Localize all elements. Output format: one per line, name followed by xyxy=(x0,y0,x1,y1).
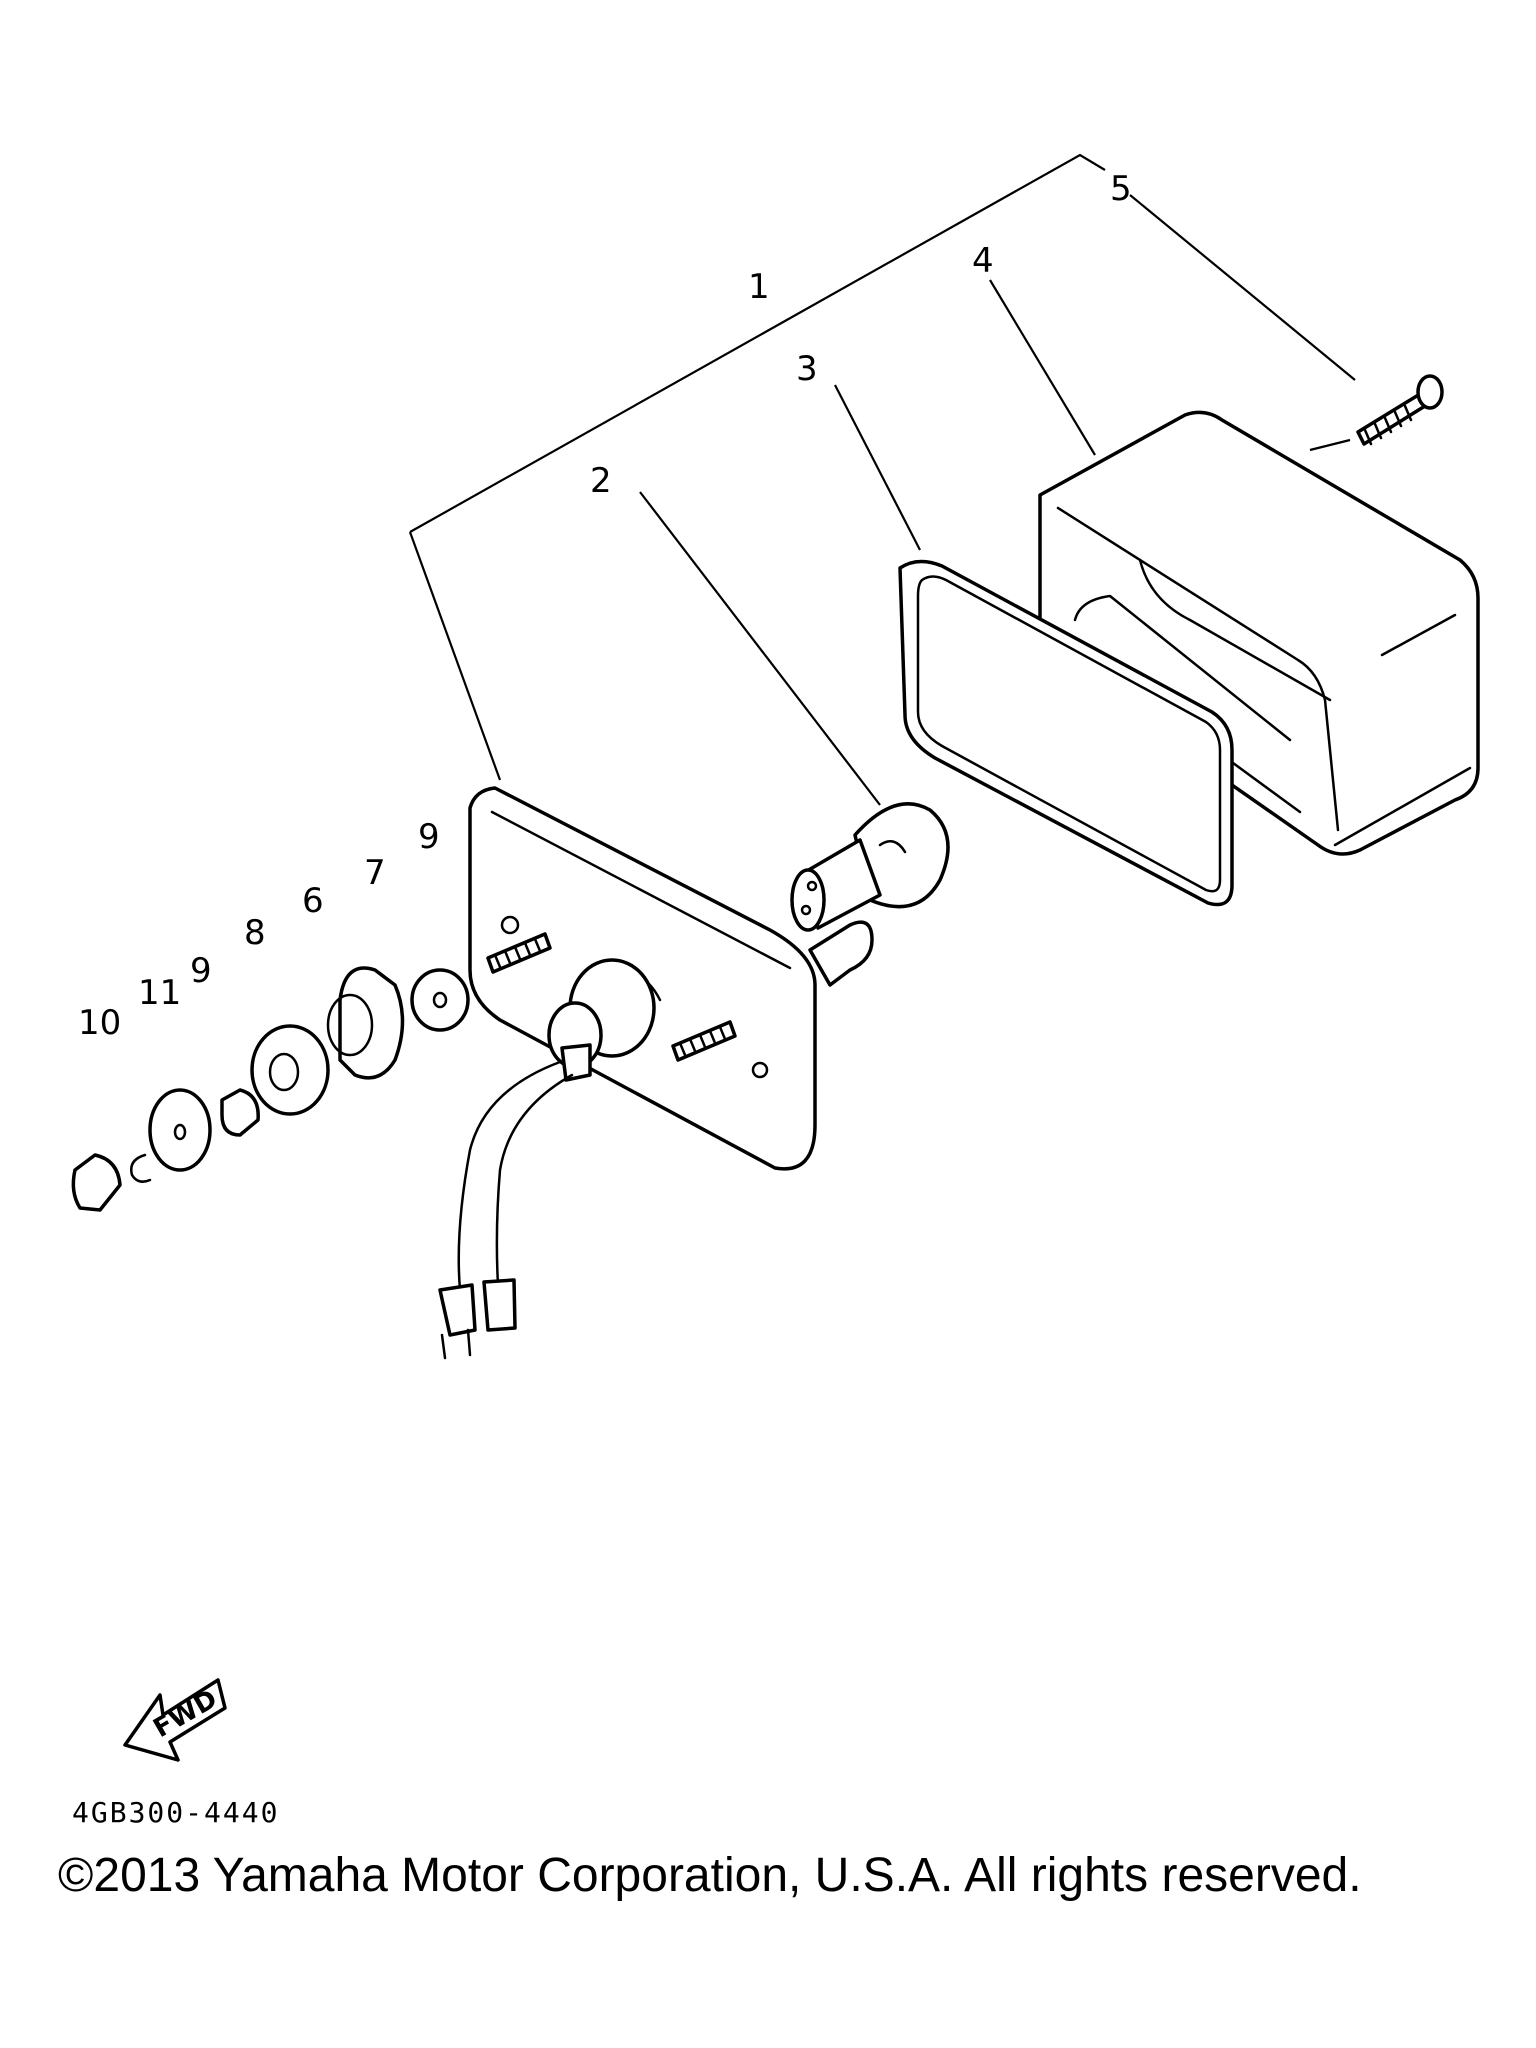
callout-2: 2 xyxy=(590,461,612,501)
fwd-arrow-icon: FWD xyxy=(123,1678,227,1762)
spacer-part-8 xyxy=(220,1088,260,1137)
assembly-bracket-lines xyxy=(408,153,1106,781)
callout-8: 8 xyxy=(244,913,266,953)
copyright-notice: ©2013 Yamaha Motor Corporation, U.S.A. A… xyxy=(58,1849,1362,1902)
gasket-part-3 xyxy=(898,559,1234,907)
drawing-code: 4GB300-4440 xyxy=(72,1796,279,1829)
bulb-part-2 xyxy=(790,802,950,932)
callout-9-right: 9 xyxy=(418,817,440,857)
nut-part-10 xyxy=(71,1153,122,1212)
washer-part-9-left xyxy=(148,1088,212,1172)
callout-7: 7 xyxy=(364,853,386,893)
washer-part-9-right xyxy=(410,968,470,1032)
fwd-label: FWD xyxy=(149,1684,223,1744)
callout-9-left: 9 xyxy=(190,951,212,991)
lens-housing-part-4 xyxy=(1038,410,1480,856)
callout-5: 5 xyxy=(1110,169,1132,209)
collar-part-6 xyxy=(250,1024,330,1116)
callout-4: 4 xyxy=(972,241,994,281)
callout-10: 10 xyxy=(78,1003,121,1043)
mounting-hardware xyxy=(71,966,470,1212)
base-plate-part-1 xyxy=(438,786,874,1360)
callout-6: 6 xyxy=(302,881,324,921)
callout-1: 1 xyxy=(748,267,770,307)
leader-lines xyxy=(639,194,1356,806)
lock-washer-part-11 xyxy=(130,1153,152,1183)
screw-part-5 xyxy=(1309,374,1444,452)
callout-labels: 1 2 3 4 5 6 7 8 9 9 10 11 xyxy=(78,169,1132,1043)
callout-11: 11 xyxy=(138,973,181,1013)
callout-3: 3 xyxy=(796,349,818,389)
